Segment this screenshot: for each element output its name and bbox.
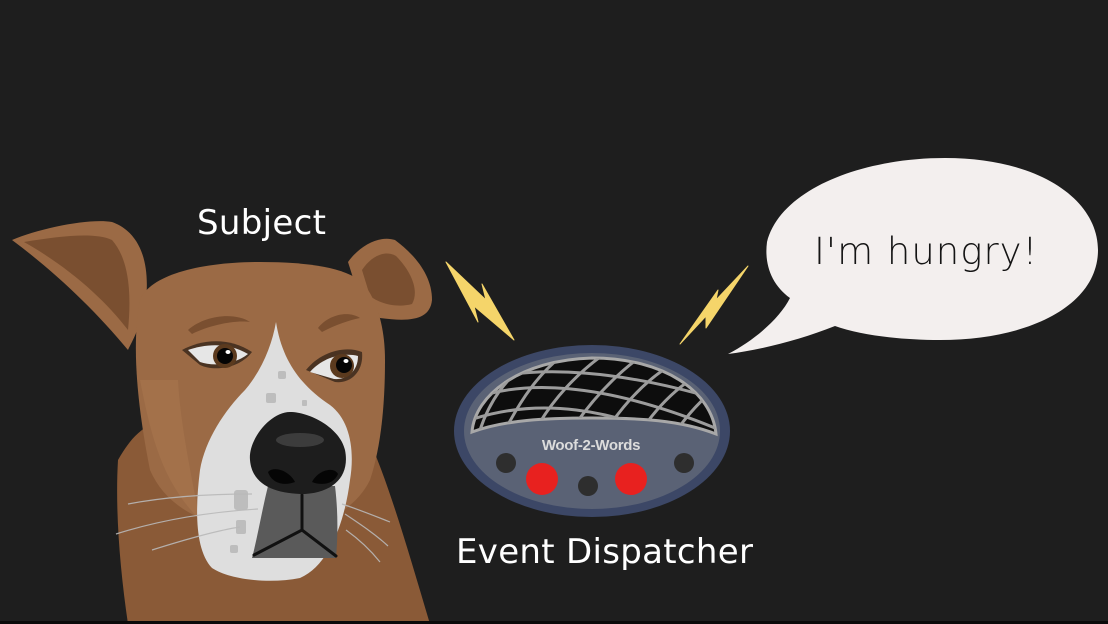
dog-illustration: [12, 221, 432, 624]
device-brand-label: Woof-2-Words: [541, 437, 641, 454]
speech-bubble: [728, 158, 1098, 354]
lightning-bolt-icon: [679, 265, 749, 345]
translator-device: [454, 345, 730, 517]
subject-label: Subject: [197, 203, 327, 243]
event-dispatcher-label: Event Dispatcher: [456, 532, 754, 572]
speech-bubble-text: I'm hungry!: [814, 230, 1039, 273]
lightning-bolt-icon: [445, 261, 515, 341]
bottom-edge-divider: [0, 621, 1108, 624]
